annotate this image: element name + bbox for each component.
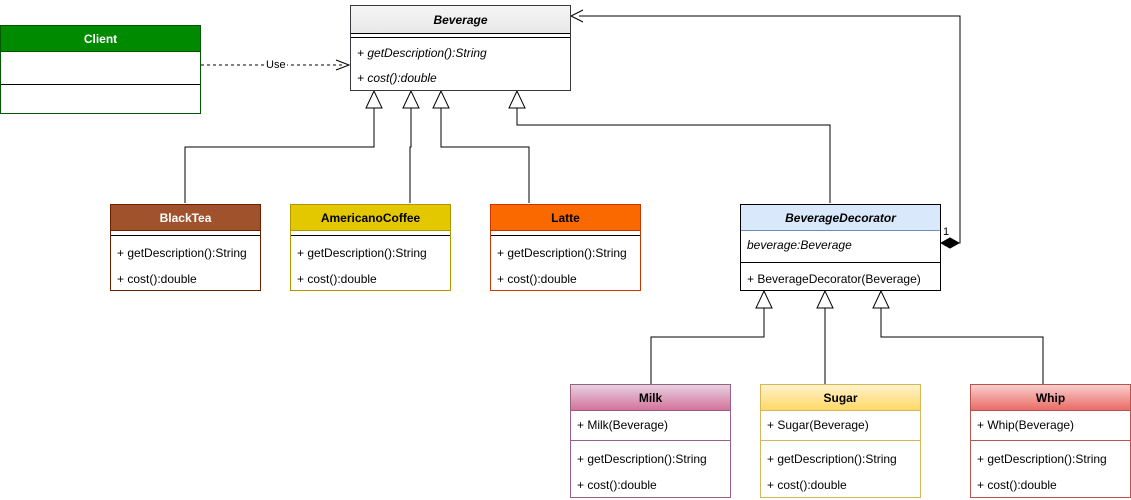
milk-generalization-edge (650, 289, 773, 384)
class-blacktea-method-getdescription: + getDescription():String (117, 246, 247, 260)
class-blacktea-separator (111, 235, 260, 236)
class-beverage-separator (351, 37, 570, 38)
class-milk-separator (571, 440, 730, 441)
class-beveragedecorator[interactable]: BeverageDecorator beverage:Beverage + Be… (740, 204, 941, 291)
class-latte[interactable]: Latte + getDescription():String + cost()… (490, 204, 641, 291)
class-sugar-method-getdescription: + getDescription():String (767, 452, 897, 466)
class-client-name: Client (1, 26, 200, 52)
class-latte-method-getdescription: + getDescription():String (497, 246, 627, 260)
latte-generalization-edge (432, 89, 530, 203)
americano-generalization-edge (402, 89, 420, 203)
class-blacktea-name: BlackTea (111, 205, 260, 231)
class-whip-method-cost: + cost():double (977, 478, 1057, 492)
class-whip-constructor: + Whip(Beverage) (977, 418, 1075, 432)
blacktea-generalization-edge (184, 89, 383, 203)
class-americanocoffee-method-getdescription: + getDescription():String (297, 246, 427, 260)
class-whip[interactable]: Whip + Whip(Beverage) + getDescription()… (970, 384, 1131, 498)
class-latte-separator (491, 235, 640, 236)
class-beverage-method-getdescription: + getDescription():String (357, 46, 487, 60)
class-milk-constructor: + Milk(Beverage) (577, 418, 669, 432)
class-whip-method-getdescription: + getDescription():String (977, 452, 1107, 466)
class-milk-name: Milk (571, 385, 730, 411)
class-latte-method-cost: + cost():double (497, 272, 577, 286)
class-americanocoffee-method-cost: + cost():double (297, 272, 377, 286)
class-americanocoffee[interactable]: AmericanoCoffee + getDescription():Strin… (290, 204, 451, 291)
sugar-generalization-edge (816, 289, 834, 384)
class-beverage-method-cost: + cost():double (357, 71, 437, 85)
class-whip-separator (971, 440, 1130, 441)
class-sugar-method-cost: + cost():double (767, 478, 847, 492)
class-americanocoffee-name: AmericanoCoffee (291, 205, 450, 231)
class-beverage[interactable]: Beverage + getDescription():String + cos… (350, 5, 571, 91)
class-beveragedecorator-name: BeverageDecorator (741, 205, 940, 231)
class-latte-name: Latte (491, 205, 640, 231)
class-sugar[interactable]: Sugar + Sugar(Beverage) + getDescription… (760, 384, 921, 498)
class-milk-method-cost: + cost():double (577, 478, 657, 492)
class-blacktea[interactable]: BlackTea + getDescription():String + cos… (110, 204, 261, 291)
whip-generalization-edge (872, 289, 1044, 384)
class-beverage-name: Beverage (351, 6, 570, 34)
class-americanocoffee-separator (291, 235, 450, 236)
class-client[interactable]: Client (0, 25, 201, 114)
decorator-generalization-edge (508, 89, 831, 203)
class-milk-method-getdescription: + getDescription():String (577, 452, 707, 466)
use-label: Use (265, 59, 287, 71)
class-beveragedecorator-separator (741, 262, 940, 263)
class-beveragedecorator-constructor: + BeverageDecorator(Beverage) (747, 272, 921, 286)
class-client-separator (1, 84, 200, 85)
class-sugar-name: Sugar (761, 385, 920, 411)
class-blacktea-method-cost: + cost():double (117, 272, 197, 286)
class-whip-name: Whip (971, 385, 1130, 411)
class-milk[interactable]: Milk + Milk(Beverage) + getDescription()… (570, 384, 731, 498)
aggregation-multiplicity: 1 (943, 226, 950, 238)
class-beveragedecorator-attribute: beverage:Beverage (747, 238, 852, 252)
class-sugar-separator (761, 440, 920, 441)
class-sugar-constructor: + Sugar(Beverage) (767, 418, 869, 432)
